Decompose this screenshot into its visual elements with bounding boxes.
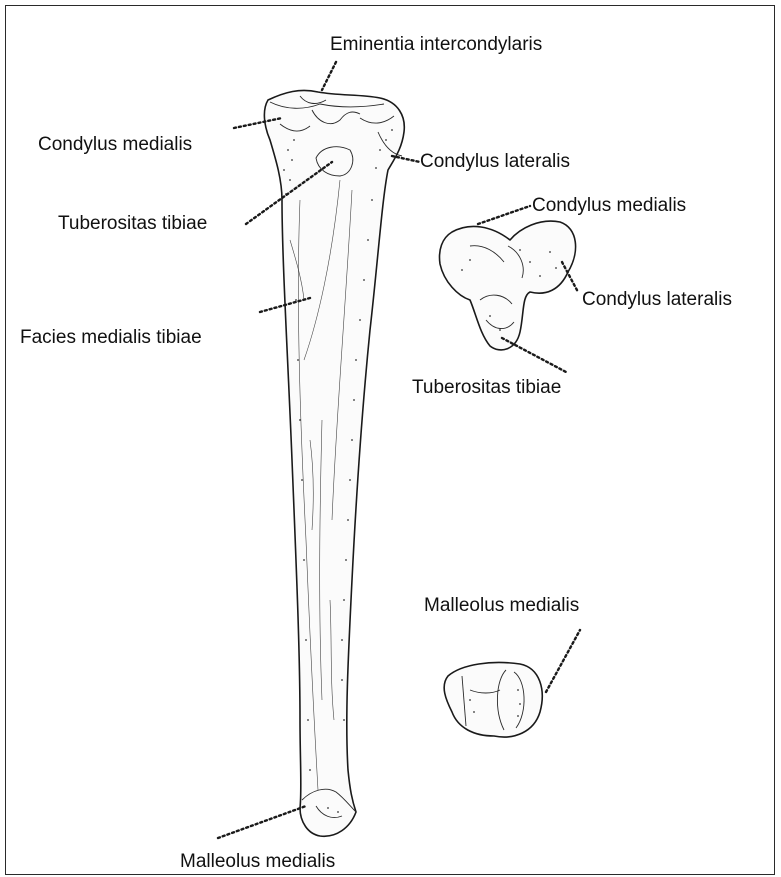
label-eminentia-intercondylaris: Eminentia intercondylaris [330, 35, 542, 54]
label-proximal-condylus-medialis: Condylus medialis [532, 196, 686, 215]
label-distal-malleolus-medialis: Malleolus medialis [424, 596, 579, 615]
label-tuberositas-tibiae: Tuberositas tibiae [58, 214, 207, 233]
tibia-anterior-view [264, 90, 404, 836]
label-proximal-tuberositas-tibiae: Tuberositas tibiae [412, 378, 561, 397]
label-facies-medialis-tibiae: Facies medialis tibiae [20, 328, 202, 347]
label-condylus-lateralis: Condylus lateralis [420, 152, 570, 171]
tibia-proximal-view [440, 221, 576, 350]
distal-view-outline [444, 663, 542, 738]
proximal-view-outline [440, 221, 576, 350]
tibia-shaft-outline [264, 90, 404, 836]
tibia-distal-view [444, 663, 542, 738]
label-proximal-condylus-lateralis: Condylus lateralis [582, 290, 732, 309]
label-malleolus-medialis: Malleolus medialis [180, 852, 335, 871]
label-condylus-medialis: Condylus medialis [38, 135, 192, 154]
